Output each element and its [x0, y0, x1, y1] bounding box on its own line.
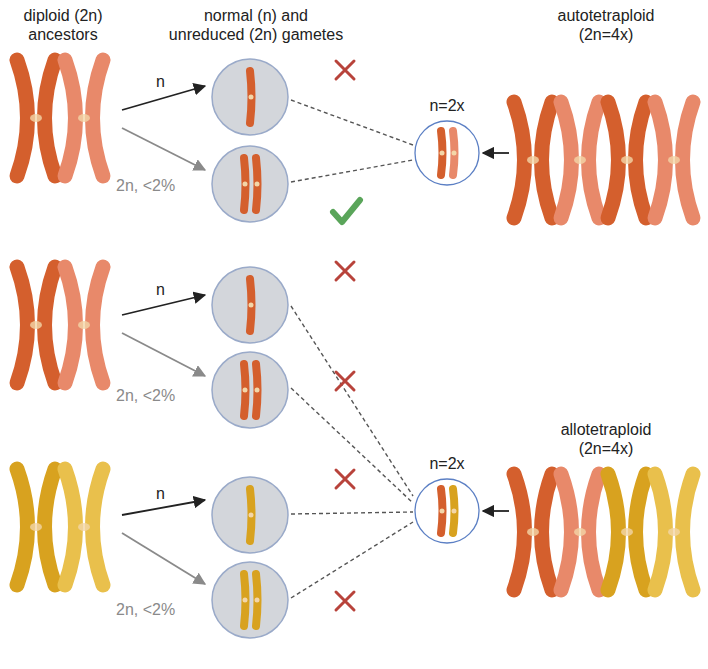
arrow-label: n: [156, 484, 176, 503]
gamete-cell: [212, 352, 288, 428]
arrow-label: 2n, <2%: [116, 600, 196, 619]
arrow-label: 2n, <2%: [116, 386, 196, 405]
column-heading: allotetraploid (2n=4x): [540, 420, 672, 458]
unreduced-arrow: [122, 533, 205, 584]
chromatid: [249, 279, 254, 331]
chromatid: [249, 489, 254, 541]
chromatid: [440, 489, 445, 533]
chromosome: [514, 102, 552, 218]
ploidy-label: n=2x: [394, 96, 500, 115]
ploidy-label: n=2x: [394, 454, 500, 473]
tetraploid-genome: autotetraploid (2n=4x): [508, 6, 704, 221]
column-heading: autotetraploid (2n=4x): [540, 6, 672, 44]
chromatid: [452, 131, 457, 175]
chromosome: [65, 469, 103, 585]
chromatid: [243, 158, 248, 210]
column-heading: diploid (2n) ancestors: [4, 6, 122, 44]
chromosome: [561, 102, 599, 218]
chromatid: [243, 364, 248, 416]
reject-marks: [336, 61, 354, 610]
chromosome: [561, 474, 599, 590]
chromosome: [655, 474, 693, 590]
chromatid: [452, 489, 457, 533]
gamete-cell: [212, 267, 288, 343]
chromosome: [17, 267, 55, 383]
circle-outline: [414, 478, 480, 544]
chromosome: [514, 474, 552, 590]
chromatid: [249, 71, 254, 123]
chromosome: [65, 60, 103, 176]
accept-check: [333, 200, 360, 222]
chromosome: [65, 267, 103, 383]
chromosome: [655, 102, 693, 218]
gamete-cell: [212, 562, 288, 638]
chromosome: [17, 60, 55, 176]
column-heading: normal (n) and unreduced (2n) gametes: [165, 6, 347, 44]
chromosome: [608, 102, 646, 218]
arrow-label: 2n, <2%: [116, 176, 196, 195]
connector-arrow: [483, 152, 509, 154]
zygote-gamete-circle: n=2x: [414, 478, 480, 544]
unreduced-arrow: [122, 333, 205, 376]
gamete-cell: [212, 477, 288, 553]
chromatid: [255, 158, 260, 210]
chromosome: [17, 469, 55, 585]
gamete-cell: [212, 59, 288, 135]
chromosome: [608, 474, 646, 590]
connector-arrow: [483, 510, 509, 512]
chromatid: [243, 574, 248, 626]
chromatid: [255, 364, 260, 416]
arrow-label: n: [156, 280, 176, 299]
zygote-gamete-circle: n=2x: [414, 120, 480, 186]
unreduced-arrow: [122, 128, 205, 170]
circle-outline: [414, 120, 480, 186]
tetraploid-genome: allotetraploid (2n=4x): [508, 420, 704, 595]
normal-arrow: [122, 500, 205, 515]
chromatid: [440, 131, 445, 175]
dashed-lines: [291, 100, 413, 598]
gamete-cell: [212, 146, 288, 222]
arrow-label: n: [156, 72, 176, 91]
chromatid: [255, 574, 260, 626]
arrows: [122, 86, 205, 584]
